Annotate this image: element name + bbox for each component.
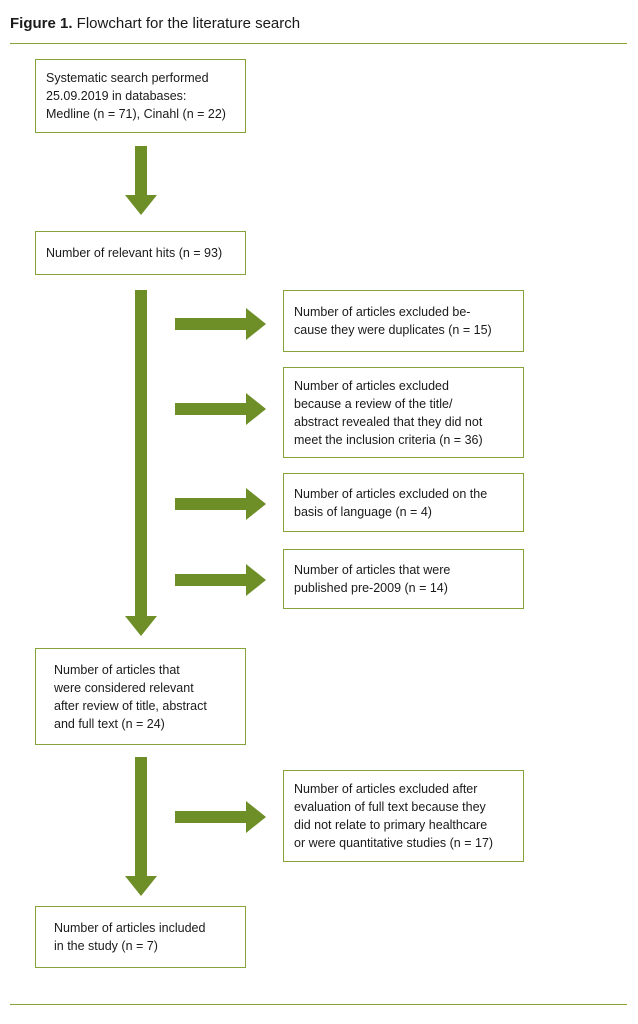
bottom-rule: [10, 1004, 627, 1005]
search-box: Systematic search performed 25.09.2019 i…: [35, 59, 246, 133]
arrow-right-1-head: [246, 308, 266, 340]
arrow-right-3-head: [246, 488, 266, 520]
excluded-fulltext-box: Number of articles excluded after evalua…: [283, 770, 524, 862]
figure-title: Flowchart for the literature search: [72, 15, 301, 32]
figure-label: Figure 1.: [10, 15, 73, 32]
relevant-hits-text: Number of relevant hits (n = 93): [46, 246, 223, 260]
included-text: Number of articles included in the study…: [54, 921, 206, 953]
arrow-down-3-shaft: [135, 757, 147, 877]
arrow-right-4-shaft: [175, 574, 247, 586]
excluded-language-text: Number of articles excluded on the basis…: [294, 486, 488, 519]
top-rule: [10, 43, 627, 44]
arrow-down-2-head: [125, 616, 157, 636]
excluded-title-abstract-text: Number of articles excluded because a re…: [294, 378, 483, 447]
excluded-duplicates-text: Number of articles excluded be- cause th…: [294, 305, 492, 337]
excluded-title-abstract-box: Number of articles excluded because a re…: [283, 367, 524, 458]
excluded-language-box: Number of articles excluded on the basis…: [283, 473, 524, 532]
relevant-hits-box: Number of relevant hits (n = 93): [35, 231, 246, 275]
considered-relevant-box: Number of articles that were considered …: [35, 648, 246, 745]
arrow-down-2-shaft: [135, 290, 147, 618]
arrow-down-1-shaft: [135, 146, 147, 196]
arrow-down-1-head: [125, 195, 157, 215]
arrow-right-1-shaft: [175, 318, 247, 330]
arrow-right-3-shaft: [175, 498, 247, 510]
arrow-right-5-head: [246, 801, 266, 833]
arrow-down-3-head: [125, 876, 157, 896]
included-box: Number of articles included in the study…: [35, 906, 246, 968]
arrow-right-4-head: [246, 564, 266, 596]
arrow-right-5-shaft: [175, 811, 247, 823]
excluded-fulltext-text: Number of articles excluded after evalua…: [294, 782, 494, 850]
arrow-right-2-head: [246, 393, 266, 425]
excluded-pre2009-text: Number of articles that were published p…: [294, 563, 451, 595]
excluded-pre2009-box: Number of articles that were published p…: [283, 549, 524, 609]
excluded-duplicates-box: Number of articles excluded be- cause th…: [283, 290, 524, 352]
figure-caption: Figure 1. Flowchart for the literature s…: [10, 14, 300, 34]
search-box-text: Systematic search performed 25.09.2019 i…: [46, 71, 226, 121]
arrow-right-2-shaft: [175, 403, 247, 415]
considered-relevant-text: Number of articles that were considered …: [54, 662, 207, 731]
